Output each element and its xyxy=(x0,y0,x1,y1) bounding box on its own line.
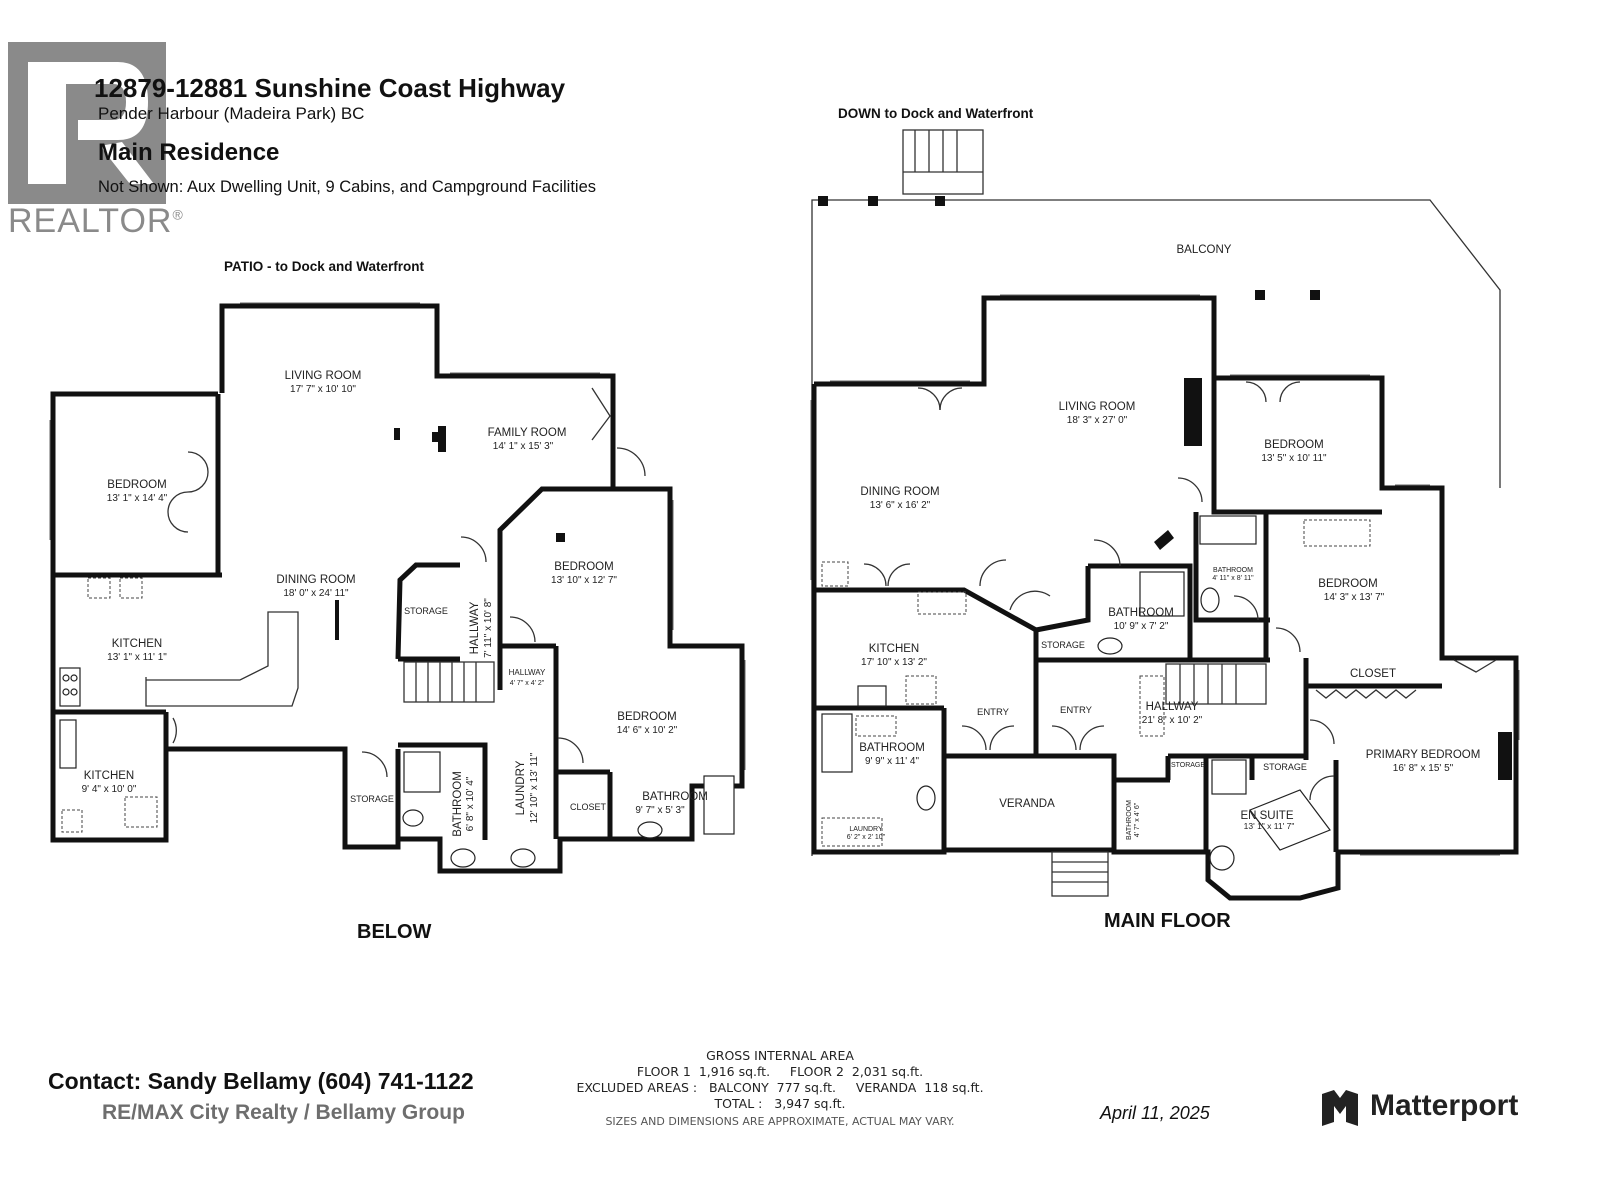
realtor-wordmark: REALTOR® xyxy=(8,202,184,240)
room-name: CLOSET xyxy=(570,802,607,812)
room-name: HALLWAY xyxy=(469,601,481,654)
area-heading: GROSS INTERNAL AREA xyxy=(706,1048,854,1063)
room-dims: 6' 8" x 10' 4" xyxy=(465,776,476,831)
main-plan xyxy=(810,129,1520,901)
room-name: LAUNDRY xyxy=(849,826,883,833)
room-name: LAUNDRY xyxy=(515,760,527,815)
below-plan xyxy=(49,302,746,874)
room-dims: 14' 6" x 10' 2" xyxy=(617,725,678,736)
room-name: KITCHEN xyxy=(869,643,919,655)
realtor-logo: REALTOR® xyxy=(8,42,188,242)
room-name: ENTRY xyxy=(1060,705,1093,716)
room-name: BATHROOM xyxy=(859,742,925,754)
room-dims: 13' 10" x 12' 7" xyxy=(551,575,617,586)
room-name: BEDROOM xyxy=(617,711,676,723)
room-dims: 16' 8" x 15' 5" xyxy=(1393,763,1454,774)
room-name: DINING ROOM xyxy=(860,486,939,498)
area-total: TOTAL : 3,947 sq.ft. xyxy=(714,1096,846,1111)
room-name: BEDROOM xyxy=(1318,578,1377,590)
room-name: BALCONY xyxy=(1177,244,1232,256)
main-room-labels: BALCONY LIVING ROOM 18' 3" x 27' 0" BEDR… xyxy=(847,244,1481,841)
room-dims: 13' 1" x 11' 7" xyxy=(1244,821,1295,831)
room-name: FAMILY ROOM xyxy=(488,427,567,439)
room-name: BATHROOM xyxy=(642,791,708,803)
matterport-icon xyxy=(1320,1088,1360,1133)
room-name: STORAGE xyxy=(1171,762,1205,769)
area-floors: FLOOR 1 1,916 sq.ft. FLOOR 2 2,031 sq.ft… xyxy=(636,1064,924,1079)
area-excluded: EXCLUDED AREAS : BALCONY 777 sq.ft. VERA… xyxy=(576,1080,984,1095)
plan-date: April 11, 2025 xyxy=(1100,1103,1210,1123)
room-name: BEDROOM xyxy=(554,561,613,573)
room-dims: 17' 10" x 13' 2" xyxy=(861,657,927,668)
contact-name-phone: Contact: Sandy Bellamy (604) 741-1122 xyxy=(48,1068,474,1094)
area-summary: GROSS INTERNAL AREA FLOOR 1 1,916 sq.ft.… xyxy=(560,1048,1000,1130)
room-dims: 4' 7" x 4' 6" xyxy=(1134,802,1141,837)
room-name: DINING ROOM xyxy=(276,574,355,586)
area-disclaimer: SIZES AND DIMENSIONS ARE APPROXIMATE, AC… xyxy=(605,1115,955,1128)
below-room-labels: LIVING ROOM 17' 7" x 10' 10" FAMILY ROOM… xyxy=(82,370,708,837)
room-name: BATHROOM xyxy=(1126,800,1133,840)
room-name: STORAGE xyxy=(1263,762,1307,772)
room-name: STORAGE xyxy=(1041,640,1085,650)
room-dims: 4' 11" x 8' 11" xyxy=(1212,575,1254,582)
room-name: BATHROOM xyxy=(1213,567,1253,574)
below-plan-title: BELOW xyxy=(357,921,432,943)
room-dims: 12' 10" x 13' 11" xyxy=(529,752,540,823)
room-dims: 10' 9" x 7' 2" xyxy=(1114,621,1169,632)
room-name: BATHROOM xyxy=(452,771,464,837)
room-dims: 17' 7" x 10' 10" xyxy=(290,384,356,395)
room-name: BEDROOM xyxy=(107,479,166,491)
room-name: CLOSET xyxy=(1350,668,1396,680)
room-dims: 21' 8" x 10' 2" xyxy=(1142,715,1203,726)
room-dims: 13' 1" x 11' 1" xyxy=(107,652,167,663)
room-dims: 18' 3" x 27' 0" xyxy=(1067,415,1128,426)
room-name: VERANDA xyxy=(999,798,1055,810)
room-dims: 9' 9" x 11' 4" xyxy=(865,756,920,767)
room-name: LIVING ROOM xyxy=(285,370,362,382)
main-plan-title: MAIN FLOOR xyxy=(1104,910,1231,932)
dock-note: DOWN to Dock and Waterfront xyxy=(838,106,1034,121)
room-name: EN SUITE xyxy=(1240,810,1293,822)
room-dims: 18' 0" x 24' 11" xyxy=(283,588,349,599)
room-dims: 14' 3" x 13' 7" xyxy=(1324,592,1385,603)
room-dims: 9' 7" x 5' 3" xyxy=(635,805,685,816)
room-name: BATHROOM xyxy=(1108,607,1174,619)
room-name: HALLWAY xyxy=(509,668,546,677)
room-dims: 14' 1" x 15' 3" xyxy=(493,441,554,452)
room-dims: 6' 2" x 2' 10" xyxy=(847,834,886,841)
residence-title: Main Residence xyxy=(98,139,280,166)
not-shown-note: Not Shown: Aux Dwelling Unit, 9 Cabins, … xyxy=(98,178,596,196)
room-name: BEDROOM xyxy=(1264,439,1323,451)
room-name: ENTRY xyxy=(977,707,1010,718)
room-name: PRIMARY BEDROOM xyxy=(1366,749,1481,761)
room-name: HALLWAY xyxy=(1146,701,1199,713)
room-dims: 4' 7" x 4' 2" xyxy=(510,680,545,687)
room-name: KITCHEN xyxy=(84,770,134,782)
room-name: LIVING ROOM xyxy=(1059,401,1136,413)
patio-note: PATIO - to Dock and Waterfront xyxy=(224,259,424,274)
room-name: STORAGE xyxy=(350,794,394,804)
room-dims: 13' 1" x 14' 4" xyxy=(107,493,168,504)
address-title: 12879-12881 Sunshine Coast Highway xyxy=(94,73,566,103)
room-dims: 13' 6" x 16' 2" xyxy=(870,500,931,511)
room-dims: 7' 11" x 10' 8" xyxy=(483,598,494,658)
room-name: STORAGE xyxy=(404,606,448,616)
room-dims: 9' 4" x 10' 0" xyxy=(82,784,137,795)
locality: Pender Harbour (Madeira Park) BC xyxy=(98,104,365,123)
contact-brokerage: RE/MAX City Realty / Bellamy Group xyxy=(102,1101,465,1124)
room-name: KITCHEN xyxy=(112,638,162,650)
room-dims: 13' 5" x 10' 11" xyxy=(1261,453,1327,464)
matterport-wordmark: Matterport xyxy=(1370,1089,1519,1122)
